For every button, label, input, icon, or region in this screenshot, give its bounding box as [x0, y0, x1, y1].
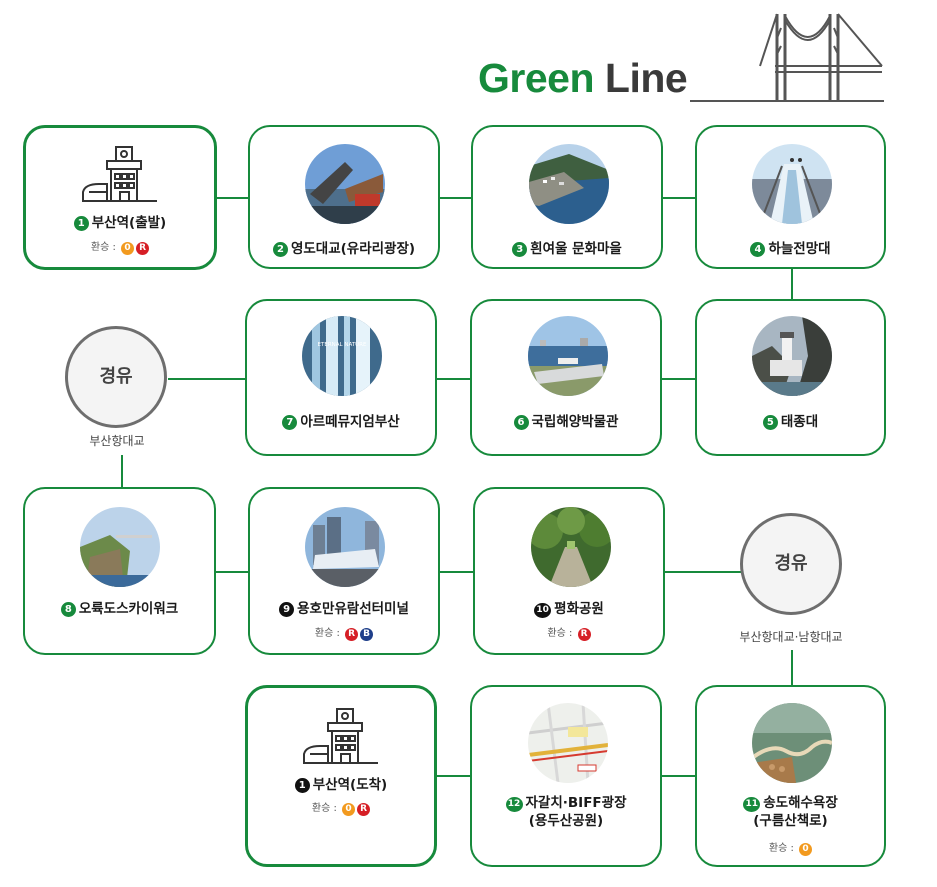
station-number-badge: 4 [750, 242, 766, 257]
train-station-icon [82, 146, 157, 202]
via-bridge-circle: 경유 [740, 513, 842, 615]
connector [436, 775, 471, 777]
connector [661, 378, 696, 380]
connector [661, 197, 696, 199]
via-bridge-caption: 부산항대교·남항대교 [739, 630, 843, 644]
metro-line-1-badge: 0 [121, 242, 135, 255]
title-line: Line [604, 55, 688, 101]
connector [215, 197, 249, 199]
metro-red-badge: R [345, 628, 359, 641]
maritime-museum-photo [528, 316, 608, 396]
station-number-badge: 10 [534, 603, 552, 618]
connector [661, 775, 696, 777]
metro-red-badge: R [577, 628, 591, 641]
connector [664, 571, 741, 573]
transfer-info: 환승 : 0 [697, 839, 884, 856]
area-map-photo [528, 703, 608, 783]
cloud-walk-photo [752, 703, 832, 783]
coastal-village-photo [529, 144, 609, 224]
station-number-badge: 1 [294, 778, 310, 793]
metro-line-1-badge: 0 [799, 843, 813, 856]
skywalk-photo [752, 144, 832, 224]
station-number-badge: 5 [762, 415, 778, 430]
station-number-badge: 6 [513, 415, 529, 430]
connector [121, 455, 123, 488]
via-bridge-circle: 경유 [65, 326, 167, 428]
lighthouse-photo [752, 316, 832, 396]
station-number-badge: 7 [282, 415, 298, 430]
metro-red-badge: R [357, 803, 371, 816]
metro-line-1-badge: 0 [342, 803, 356, 816]
metro-red-badge: R [136, 242, 150, 255]
connector [168, 378, 246, 380]
metro-blue-badge: B [360, 628, 374, 641]
connector [215, 571, 249, 573]
station-number-badge: 11 [743, 797, 761, 812]
station-number-badge: 3 [512, 242, 528, 257]
photo-text: ETERNAL NATURE [318, 342, 367, 348]
train-station-icon [303, 708, 378, 764]
station-number-badge: 8 [60, 602, 76, 617]
connector [439, 197, 472, 199]
station-number-badge: 9 [279, 602, 295, 617]
terminal-building-photo [305, 507, 385, 587]
transfer-info: 환승 : R [475, 624, 663, 641]
park-path-photo [531, 507, 611, 587]
connector [439, 571, 474, 573]
station-number-badge: 1 [73, 216, 89, 231]
title-green: Green [478, 55, 595, 101]
bridge-logo-icon [690, 13, 884, 102]
connector [791, 268, 793, 299]
station-number-badge: 12 [505, 797, 523, 812]
yeongdo-bridge-photo [305, 144, 385, 224]
cliff-skywalk-photo [80, 507, 160, 587]
station-number-badge: 2 [272, 242, 288, 257]
page-title: Green Line [478, 55, 688, 101]
waterfall-art-photo: ETERNAL NATURE [302, 316, 382, 396]
connector [436, 378, 471, 380]
via-bridge-caption: 부산항대교 [89, 434, 145, 448]
connector [791, 650, 793, 685]
